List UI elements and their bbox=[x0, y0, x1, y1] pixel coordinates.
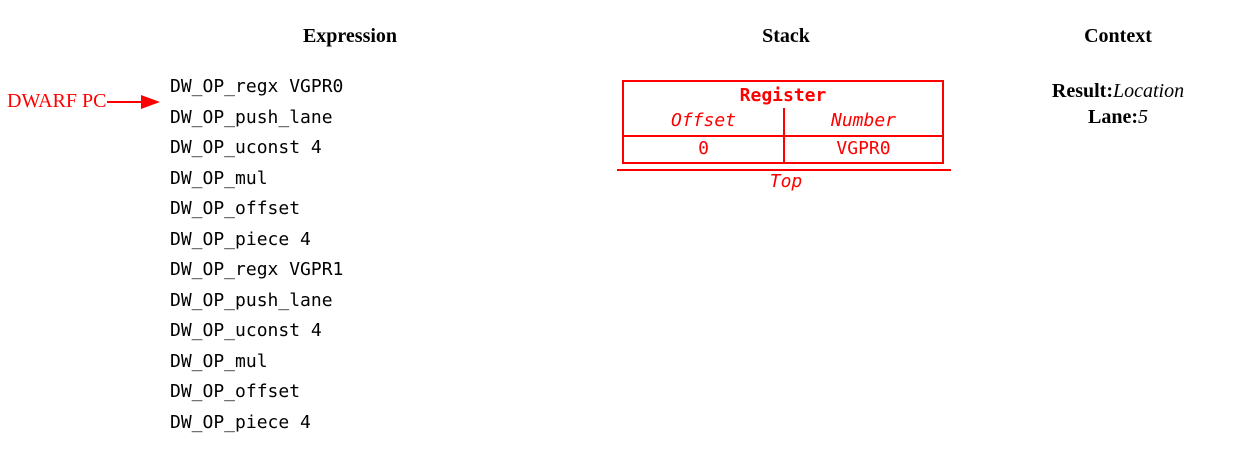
expression-op: DW_OP_push_lane bbox=[170, 289, 333, 311]
result-label: Result: bbox=[1051, 80, 1113, 102]
stack-column-header: Stack bbox=[762, 25, 810, 47]
expression-op: DW_OP_offset bbox=[170, 198, 301, 219]
dwarf-pc-label: DWARF PC bbox=[7, 90, 107, 112]
expression-op: DW_OP_push_lane bbox=[170, 106, 333, 128]
dwarf-pc-arrow-shaft bbox=[107, 101, 141, 103]
stack-column-header-row: Offset Number bbox=[624, 108, 942, 135]
expression-op: DW_OP_piece 4 bbox=[170, 228, 311, 250]
stack-top-line bbox=[617, 169, 951, 171]
stack-value-row: 0 VGPR0 bbox=[624, 135, 942, 162]
stack-top-label: Top bbox=[769, 171, 803, 192]
expression-op: DW_OP_uconst 4 bbox=[170, 320, 322, 341]
expression-op: DW_OP_mul bbox=[170, 350, 268, 372]
context-body: Result:Location Lane:5 bbox=[1018, 78, 1218, 130]
expression-op: DW_OP_uconst 4 bbox=[170, 137, 322, 158]
lane-value: 5 bbox=[1138, 106, 1148, 128]
expression-column-header: Expression bbox=[302, 25, 398, 47]
expression-op: DW_OP_mul bbox=[170, 167, 268, 189]
stack-offset-value: 0 bbox=[698, 138, 709, 159]
arrow-right-icon bbox=[141, 95, 160, 109]
stack-entry-box: Register Offset Number 0 VGPR0 bbox=[622, 80, 944, 164]
context-result-line: Result:Location bbox=[1018, 78, 1218, 104]
expression-op: DW_OP_regx VGPR1 bbox=[170, 259, 344, 280]
stack-offset-column-header: Offset bbox=[670, 110, 737, 131]
expression-op: DW_OP_offset bbox=[170, 381, 301, 402]
expression-op-list: DW_OP_regx VGPR0 DW_OP_push_lane DW_OP_u… bbox=[170, 72, 343, 438]
stack-number-value: VGPR0 bbox=[783, 137, 942, 162]
result-value: Location bbox=[1112, 80, 1185, 102]
context-lane-line: Lane:5 bbox=[1018, 104, 1218, 130]
stack-entry-title: Register bbox=[739, 85, 827, 106]
lane-label: Lane: bbox=[1088, 106, 1138, 128]
stack-number-column-header: Number bbox=[783, 108, 942, 135]
expression-op: DW_OP_piece 4 bbox=[170, 411, 311, 433]
context-column-header: Context bbox=[1084, 25, 1152, 47]
expression-op: DW_OP_regx VGPR0 bbox=[170, 76, 344, 97]
